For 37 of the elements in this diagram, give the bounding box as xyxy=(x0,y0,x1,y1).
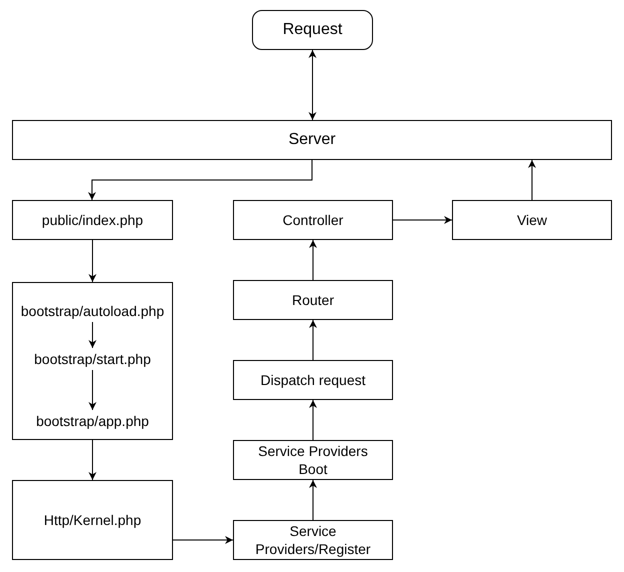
arrow xyxy=(88,160,312,200)
arrow xyxy=(308,50,316,120)
arrow xyxy=(88,440,96,480)
arrow xyxy=(172,536,234,544)
process-box xyxy=(233,360,393,400)
box-label: Server xyxy=(288,131,336,149)
process-box xyxy=(252,10,373,50)
arrow xyxy=(392,216,452,224)
arrow xyxy=(309,480,317,520)
arrow xyxy=(309,320,317,360)
process-box xyxy=(233,440,393,480)
box-label: Http/Kernel.php xyxy=(44,511,142,529)
box-label: View xyxy=(516,211,548,229)
process-box xyxy=(12,480,173,560)
process-box xyxy=(233,520,393,560)
step-label: bootstrap/app.php xyxy=(36,412,149,430)
arrow xyxy=(309,240,317,280)
arrow xyxy=(309,400,317,440)
arrow xyxy=(528,160,536,200)
arrow xyxy=(88,322,96,348)
box-label: Router xyxy=(292,291,334,309)
group-box xyxy=(12,282,173,440)
process-box xyxy=(452,200,612,240)
arrow xyxy=(88,240,96,282)
step-label: bootstrap/start.php xyxy=(34,350,151,368)
box-label: Dispatch request xyxy=(260,371,366,389)
arrow xyxy=(88,370,96,410)
box-label: Request xyxy=(282,21,342,39)
process-box xyxy=(233,280,393,320)
process-box xyxy=(233,200,393,240)
box-label: Controller xyxy=(282,211,344,229)
process-box xyxy=(12,200,173,240)
box-label: Service Providers Boot xyxy=(257,442,369,478)
step-label: bootstrap/autoload.php xyxy=(20,302,164,320)
box-label: public/index.php xyxy=(42,211,144,229)
box-label: Service Providers/Register xyxy=(254,522,372,558)
process-box xyxy=(12,120,612,160)
